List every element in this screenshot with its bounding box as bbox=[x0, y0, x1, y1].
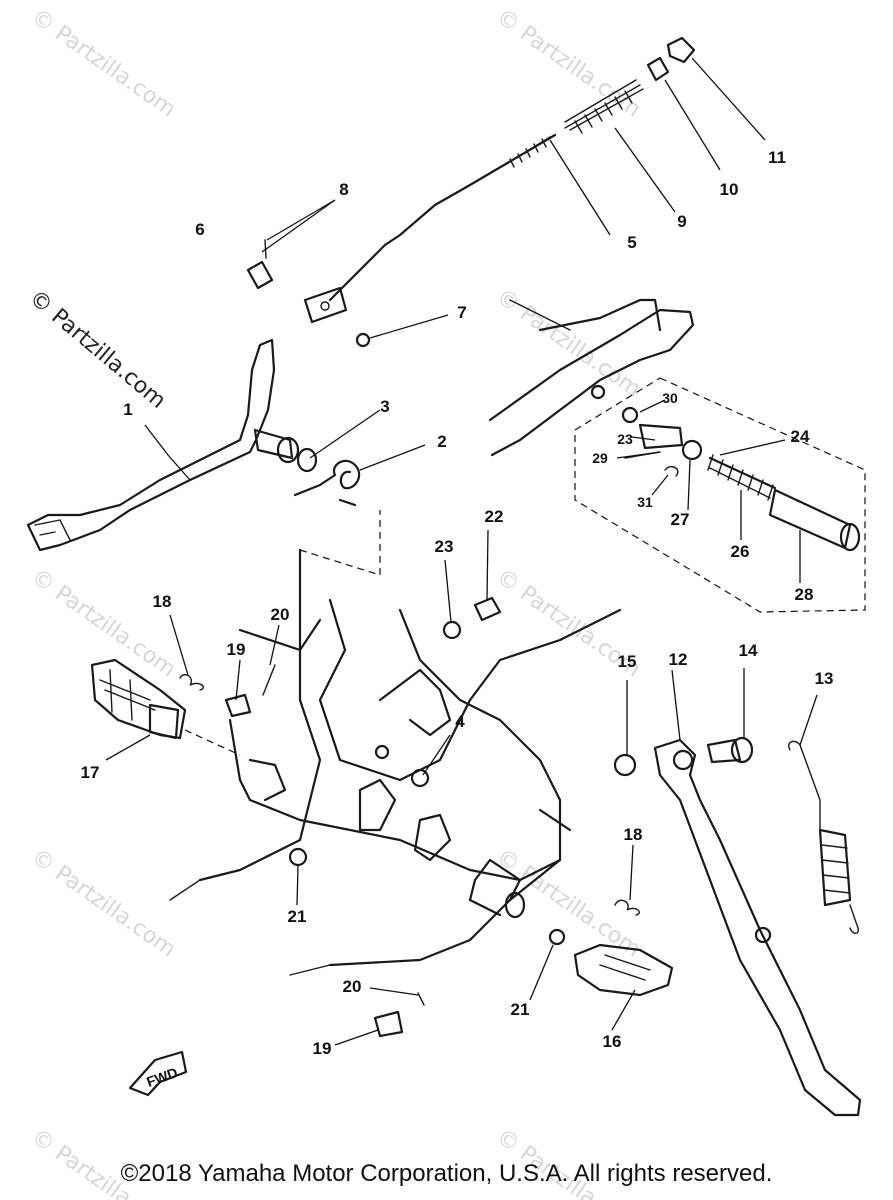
watermark: © Partzilla.com bbox=[492, 4, 645, 122]
watermark: © Partzilla.com bbox=[27, 564, 180, 682]
side-stand bbox=[613, 736, 862, 1117]
callout-16: 16 bbox=[603, 1032, 622, 1051]
watermark: © Partzilla.com bbox=[492, 844, 645, 962]
main-frame bbox=[169, 510, 622, 976]
callout-4: 4 bbox=[455, 712, 465, 731]
callout-17: 17 bbox=[81, 763, 100, 782]
leader-lines bbox=[105, 57, 818, 1046]
rear-frame bbox=[488, 298, 695, 457]
footrests bbox=[90, 658, 674, 1038]
callouts: 1 2 3 4 5 6 7 8 9 10 11 12 13 14 15 16 1… bbox=[81, 148, 834, 1058]
callout-3: 3 bbox=[380, 397, 389, 416]
copyright-text: ©2018 Yamaha Motor Corporation, U.S.A. A… bbox=[120, 1160, 773, 1187]
callout-13: 13 bbox=[815, 669, 834, 688]
callout-19: 19 bbox=[227, 640, 246, 659]
callout-14: 14 bbox=[739, 641, 758, 660]
fwd-arrow: FWD bbox=[128, 1050, 188, 1097]
callout-23: 23 bbox=[435, 537, 454, 556]
callout-19b: 19 bbox=[313, 1039, 332, 1058]
callout-12: 12 bbox=[669, 650, 688, 669]
callout-23b: 23 bbox=[617, 431, 633, 447]
callout-18: 18 bbox=[153, 592, 172, 611]
callout-29: 29 bbox=[592, 450, 608, 466]
watermark: © Partzilla.com bbox=[27, 844, 180, 962]
callout-20: 20 bbox=[271, 605, 290, 624]
fwd-label: FWD bbox=[144, 1064, 179, 1090]
watermark: © Partzilla.com bbox=[27, 4, 180, 122]
kit-outline bbox=[574, 377, 866, 613]
callout-2: 2 bbox=[437, 432, 446, 451]
callout-7: 7 bbox=[457, 303, 466, 322]
callout-9: 9 bbox=[677, 212, 686, 231]
kit-24-parts bbox=[621, 406, 861, 552]
callout-21b: 21 bbox=[511, 1000, 530, 1019]
callout-20b: 20 bbox=[343, 977, 362, 996]
callout-26: 26 bbox=[731, 542, 750, 561]
callout-5: 5 bbox=[627, 233, 636, 252]
callout-10: 10 bbox=[720, 180, 739, 199]
callout-21: 21 bbox=[288, 907, 307, 926]
callout-18b: 18 bbox=[624, 825, 643, 844]
callout-31: 31 bbox=[637, 494, 653, 510]
callout-28: 28 bbox=[795, 585, 814, 604]
callout-22: 22 bbox=[485, 507, 504, 526]
callout-8: 8 bbox=[339, 180, 348, 199]
watermark-dark: © Partzilla.com bbox=[24, 285, 170, 413]
callout-24: 24 bbox=[791, 427, 810, 446]
callout-1: 1 bbox=[123, 400, 132, 419]
callout-30: 30 bbox=[662, 390, 678, 406]
callout-11: 11 bbox=[768, 148, 786, 167]
callout-15: 15 bbox=[618, 652, 637, 671]
watermarks: © Partzilla.com © Partzilla.com © Partzi… bbox=[24, 4, 645, 1200]
callout-27: 27 bbox=[671, 510, 690, 529]
callout-6: 6 bbox=[195, 220, 204, 239]
brake-pedal bbox=[26, 338, 361, 552]
brake-rod bbox=[246, 36, 696, 348]
